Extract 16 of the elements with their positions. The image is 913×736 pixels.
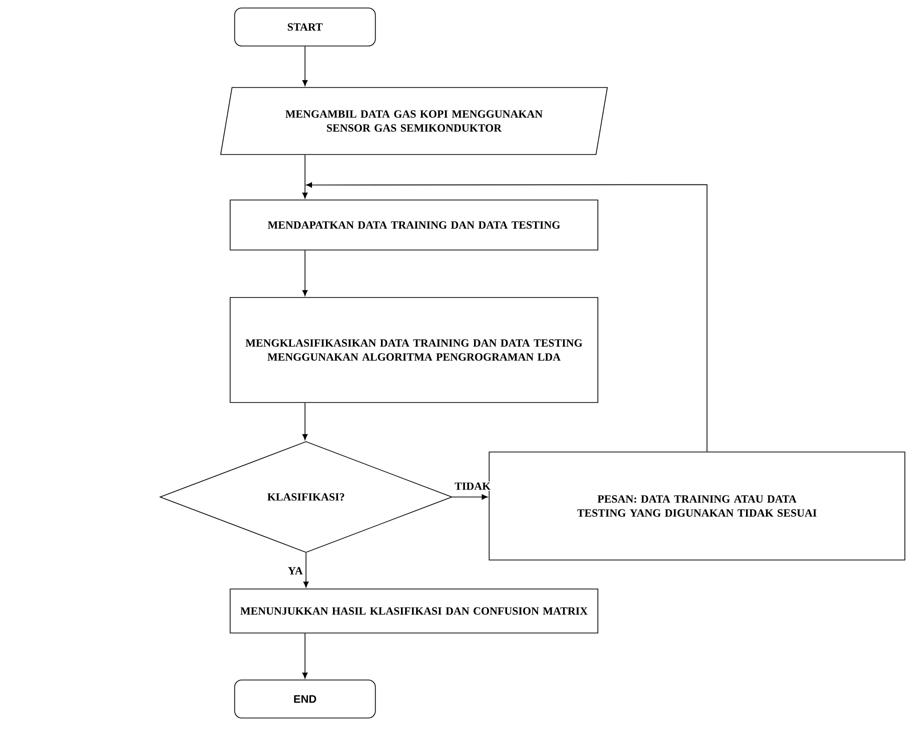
arrow (303, 552, 309, 588)
input-parallelogram: MENGAMBIL DATA GAS KOPI MENGGUNAKAN SENSOR GAS SEMIKONDUKTOR (220, 87, 608, 155)
arrow (302, 633, 308, 679)
arrow (452, 494, 488, 500)
terminal-box: END (234, 680, 376, 718)
edge-label: YA (286, 566, 304, 576)
arrow (302, 250, 308, 296)
arrow (302, 402, 308, 440)
arrow (302, 46, 308, 86)
process-box: MENUNJUKKAN HASIL KLASIFIKASI DAN CONFUSION MATRIX (230, 588, 598, 634)
process-box: MENDAPATKAN DATA TRAINING DAN DATA TESTING (230, 200, 598, 250)
arrow (302, 154, 308, 199)
terminal-box: START (234, 8, 376, 46)
process-box: MENGKLASIFIKASIKAN DATA TRAINING DAN DATA TESTING MENGGUNAKAN ALGORITMA PENGROGRAMAN LDA (230, 297, 598, 403)
edge-label: TIDAK (454, 482, 492, 491)
arrow (306, 182, 708, 452)
